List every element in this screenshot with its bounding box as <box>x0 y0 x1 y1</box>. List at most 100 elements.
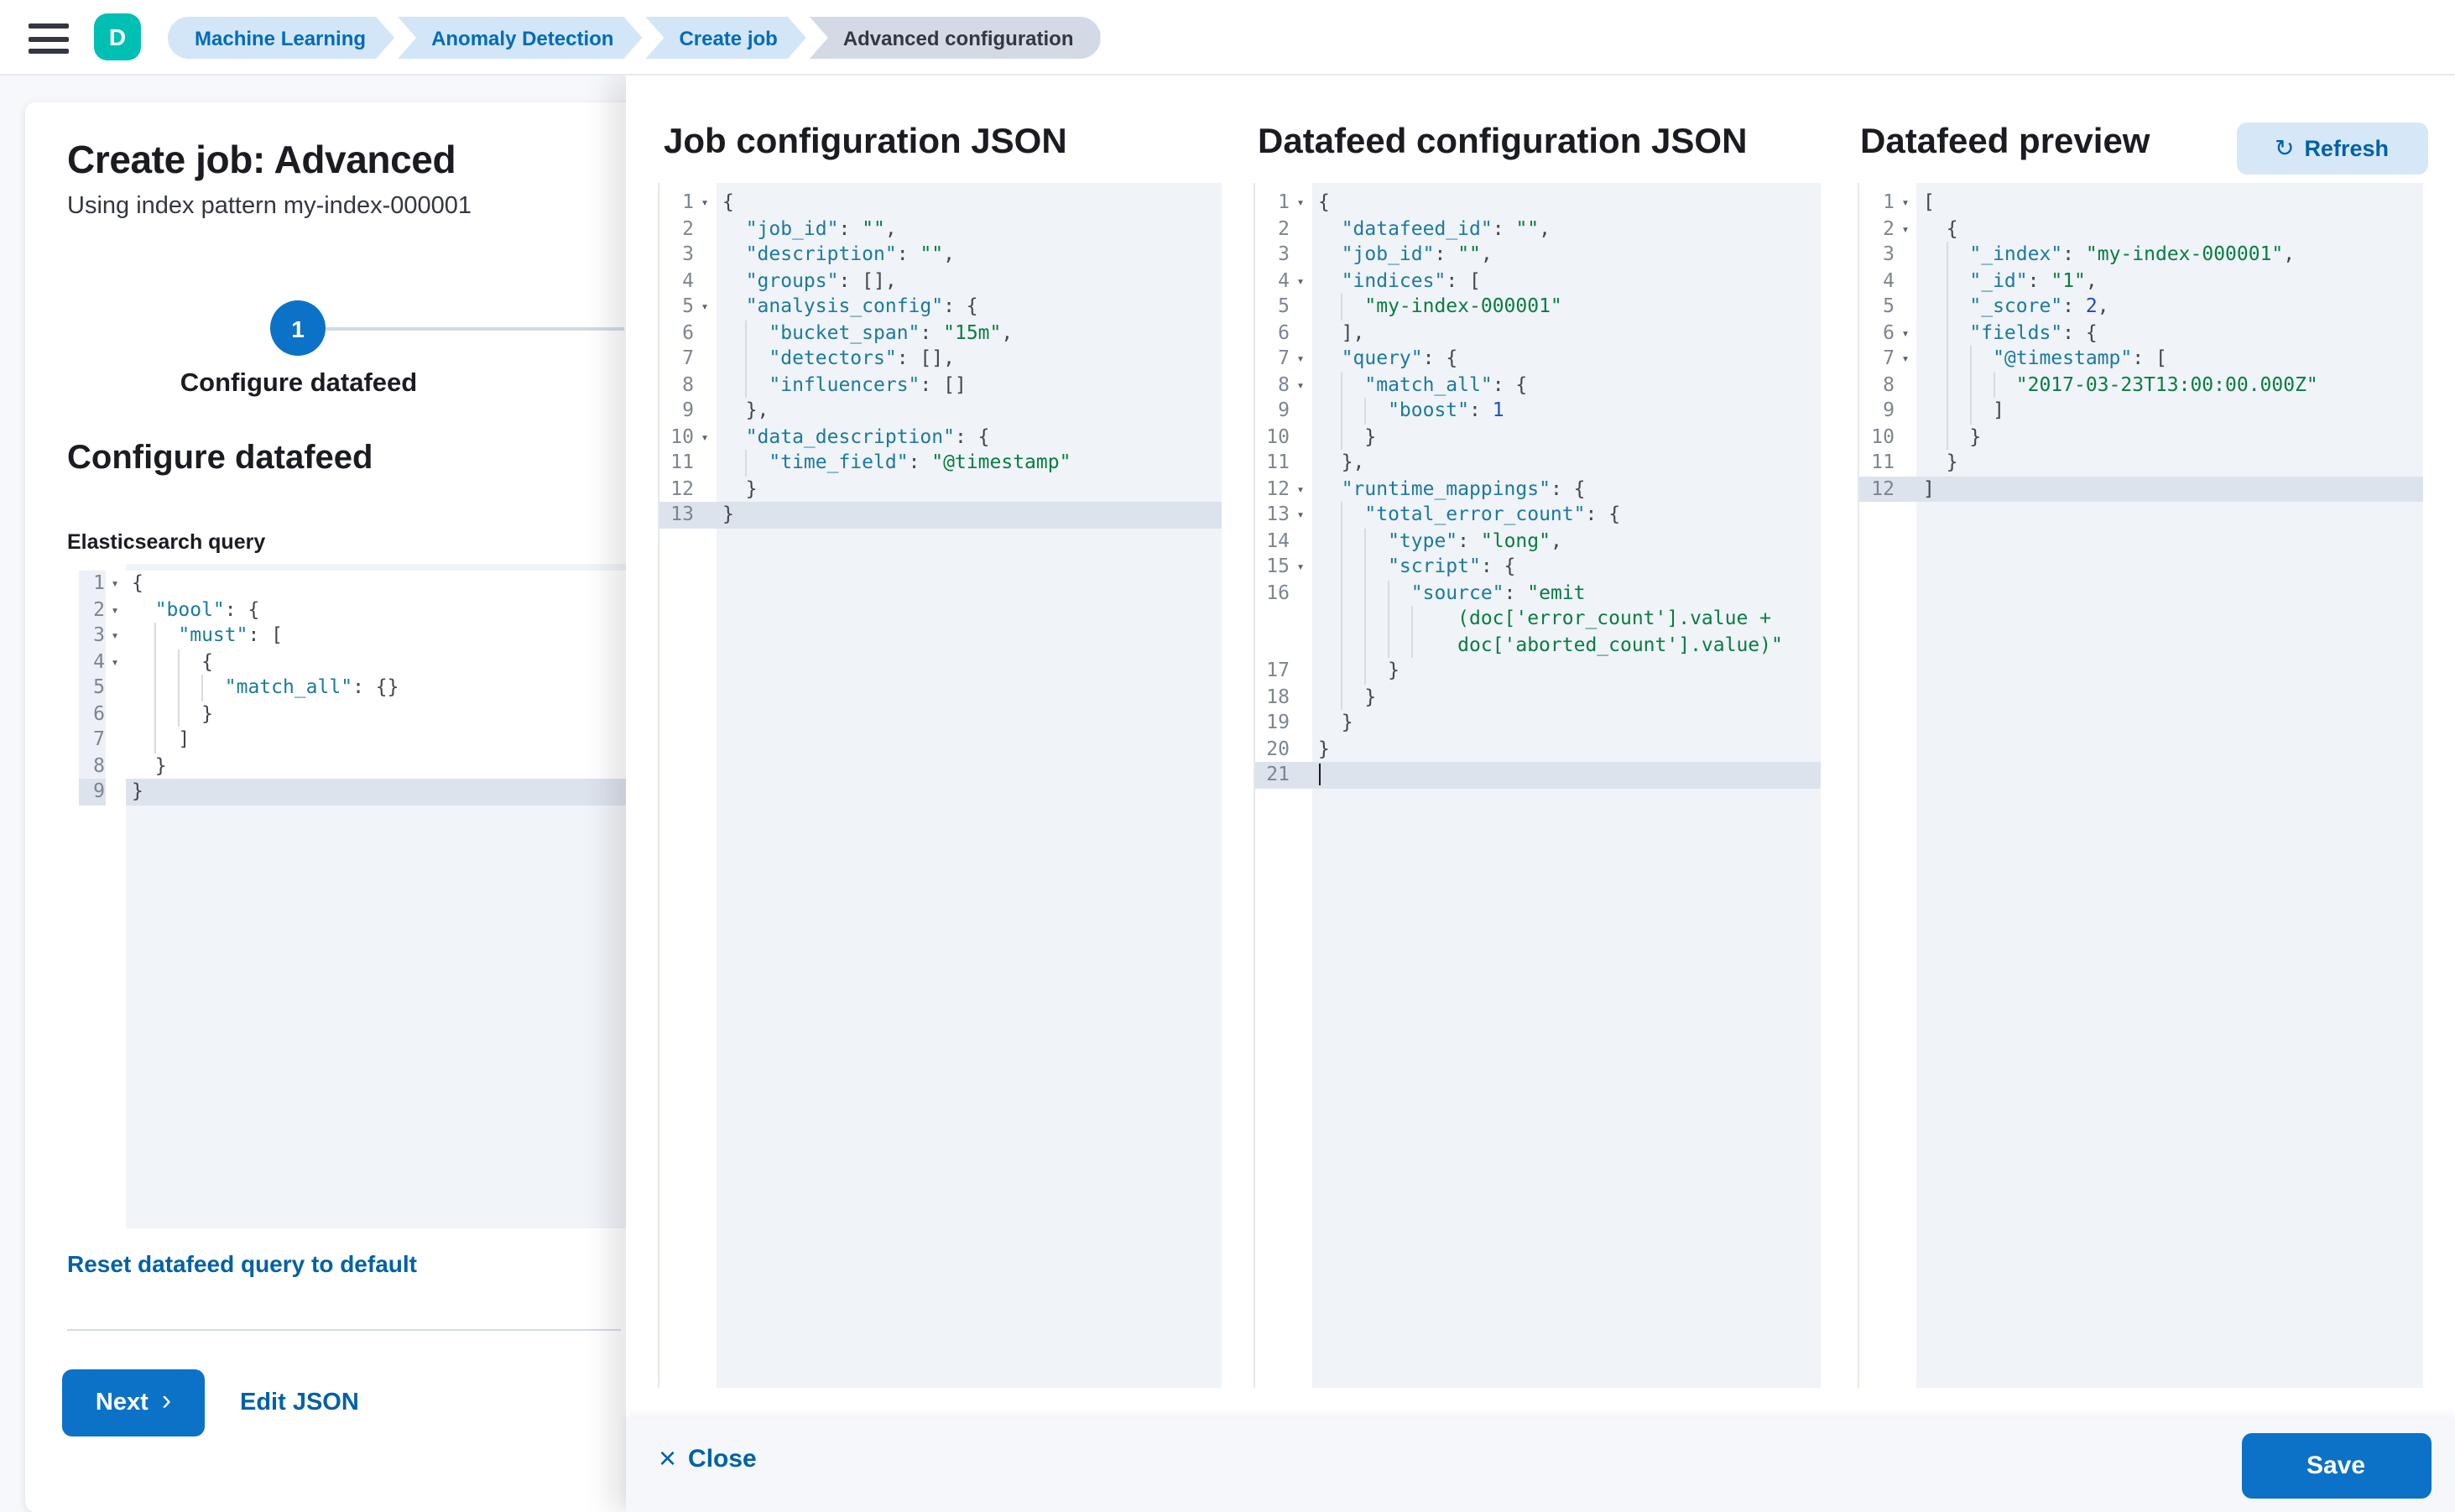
breadcrumb: Machine Learning Anomaly Detection Creat… <box>168 17 1104 59</box>
code-line: 3"job_id": "", <box>1278 242 1493 265</box>
code-line: 7▾"query": { <box>1254 346 1821 372</box>
code-line: 8"2017-03-23T13:00:00.000Z" <box>1859 372 2423 398</box>
code-line: 16"source": "emit <box>1254 580 1821 606</box>
fold-caret-icon[interactable]: ▾ <box>701 429 709 444</box>
fold-caret-icon[interactable]: ▾ <box>1901 221 1910 236</box>
fold-caret-icon[interactable]: ▾ <box>1901 325 1910 340</box>
code-line: 2"job_id": "", <box>682 216 897 239</box>
job-config-editor[interactable]: 1▾{2"job_id": "", 3"description": "", 4"gr… <box>657 183 1221 1388</box>
page-title: Create job: Advanced <box>67 138 456 181</box>
fold-caret-icon[interactable]: ▾ <box>1296 195 1305 210</box>
step-progress-line <box>326 327 624 331</box>
code-line: 8"influencers": [] <box>659 372 1221 398</box>
fold-caret-icon[interactable]: ▾ <box>111 602 119 617</box>
fold-caret-icon[interactable]: ▾ <box>701 195 709 210</box>
code-line: 9}, <box>682 398 769 421</box>
fold-caret-icon[interactable]: ▾ <box>1296 351 1305 366</box>
section-heading: Configure datafeed <box>67 440 373 477</box>
fold-caret-icon[interactable]: ▾ <box>111 576 119 591</box>
close-icon: × <box>659 1442 677 1475</box>
fold-caret-icon[interactable]: ▾ <box>1296 273 1305 288</box>
code-line: 7"detectors": [], <box>659 346 1221 372</box>
next-button[interactable]: Next › <box>62 1369 205 1436</box>
fold-caret-icon[interactable]: ▾ <box>111 628 119 643</box>
close-button[interactable]: × Close <box>659 1442 757 1475</box>
elasticsearch-query-label: Elasticsearch query <box>67 530 266 554</box>
app-header: D Machine Learning Anomaly Detection Cre… <box>0 0 2455 76</box>
code-line: 1▾{ <box>1254 190 1821 216</box>
fold-caret-icon[interactable]: ▾ <box>701 299 709 314</box>
code-line: 11}, <box>1266 450 1365 473</box>
refresh-icon: ↻ <box>2274 134 2295 161</box>
breadcrumb-machine-learning[interactable]: Machine Learning <box>168 17 394 59</box>
fold-caret-icon[interactable]: ▾ <box>1901 351 1910 366</box>
breadcrumb-advanced-configuration: Advanced configuration <box>809 17 1101 59</box>
code-line: 4"_id": "1", <box>1859 268 2423 294</box>
code-line: 3"_index": "my-index-000001", <box>1859 242 2423 268</box>
flyout-footer: × Close Save <box>625 1418 2455 1512</box>
chevron-right-icon: › <box>161 1384 172 1416</box>
page-subtitle: Using index pattern my-index-000001 <box>67 193 472 220</box>
job-config-title: Job configuration JSON <box>664 123 1067 161</box>
code-line: 20} <box>1266 736 1330 759</box>
code-line: 10} <box>1254 424 1821 450</box>
code-line: 14"type": "long", <box>1254 528 1821 554</box>
refresh-button[interactable]: ↻ Refresh <box>2236 123 2427 175</box>
code-line: 2"datafeed_id": "", <box>1278 216 1551 239</box>
hamburger-menu-icon[interactable] <box>29 23 69 54</box>
reset-datafeed-query-link[interactable]: Reset datafeed query to default <box>67 1250 417 1277</box>
code-line: 5▾"analysis_config": { <box>659 294 1221 320</box>
step-1-indicator[interactable]: 1 <box>270 300 326 356</box>
code-line: 9"boost": 1 <box>1254 398 1821 424</box>
datafeed-preview-editor[interactable]: 1▾[2▾{3"_index": "my-index-000001",4"_id… <box>1858 183 2423 1388</box>
code-line: (doc['error_count'].value + <box>1254 606 1821 632</box>
code-line: 1▾{ <box>659 190 1221 216</box>
step-1-label: Configure datafeed <box>180 369 418 398</box>
code-line: 12▾"runtime_mappings": { <box>1254 476 1821 502</box>
breadcrumb-anomaly-detection[interactable]: Anomaly Detection <box>398 17 642 59</box>
code-line: 8▾"match_all": { <box>1254 372 1821 398</box>
code-line: 12] <box>1859 476 2423 502</box>
code-line: 11} <box>1871 450 1958 473</box>
code-line: 9] <box>1859 398 2423 424</box>
code-line: 5"_score": 2, <box>1859 294 2423 320</box>
code-line: 1▾[ <box>1859 190 2423 216</box>
code-line: 18} <box>1254 684 1821 710</box>
datafeed-config-editor[interactable]: 1▾{2"datafeed_id": "", 3"job_id": "", 4▾"i… <box>1253 183 1821 1388</box>
code-line: 15▾"script": { <box>1254 554 1821 580</box>
fold-caret-icon[interactable]: ▾ <box>1901 195 1910 210</box>
code-line: doc['aborted_count'].value)" <box>1254 632 1821 658</box>
divider <box>67 1329 621 1331</box>
code-line: 4"groups": [], <box>682 268 897 291</box>
datafeed-preview-title: Datafeed preview <box>1860 123 2150 161</box>
json-flyout: Job configuration JSON Datafeed configur… <box>625 76 2455 1512</box>
code-line: 19} <box>1266 710 1353 733</box>
next-button-label: Next <box>95 1389 149 1416</box>
code-line: 21 <box>1254 762 1821 788</box>
code-line: 3"description": "", <box>682 242 956 265</box>
refresh-button-label: Refresh <box>2304 136 2389 161</box>
fold-caret-icon[interactable]: ▾ <box>111 654 119 669</box>
code-line: 6"bucket_span": "15m", <box>659 320 1221 346</box>
close-button-label: Close <box>688 1445 757 1473</box>
code-line: 4▾"indices": [ <box>1254 268 1821 294</box>
code-line: 10} <box>1859 424 2423 450</box>
save-button[interactable]: Save <box>2241 1433 2431 1499</box>
code-line: 12} <box>670 476 758 499</box>
code-line: 2▾{ <box>1859 216 2423 242</box>
code-line: 6], <box>1278 320 1365 343</box>
fold-caret-icon[interactable]: ▾ <box>1296 507 1305 522</box>
edit-json-link[interactable]: Edit JSON <box>240 1389 359 1416</box>
code-line: 10▾"data_description": { <box>659 424 1221 450</box>
code-line: 17} <box>1254 658 1821 684</box>
fold-caret-icon[interactable]: ▾ <box>1296 377 1305 392</box>
code-line: 11"time_field": "@timestamp" <box>659 450 1221 476</box>
code-line: 7▾"@timestamp": [ <box>1859 346 2423 372</box>
fold-caret-icon[interactable]: ▾ <box>1296 481 1305 496</box>
breadcrumb-create-job[interactable]: Create job <box>645 17 805 59</box>
space-avatar[interactable]: D <box>94 13 141 60</box>
code-line: 13▾"total_error_count": { <box>1254 502 1821 528</box>
datafeed-config-title: Datafeed configuration JSON <box>1258 123 1748 161</box>
fold-caret-icon[interactable]: ▾ <box>1296 559 1305 574</box>
